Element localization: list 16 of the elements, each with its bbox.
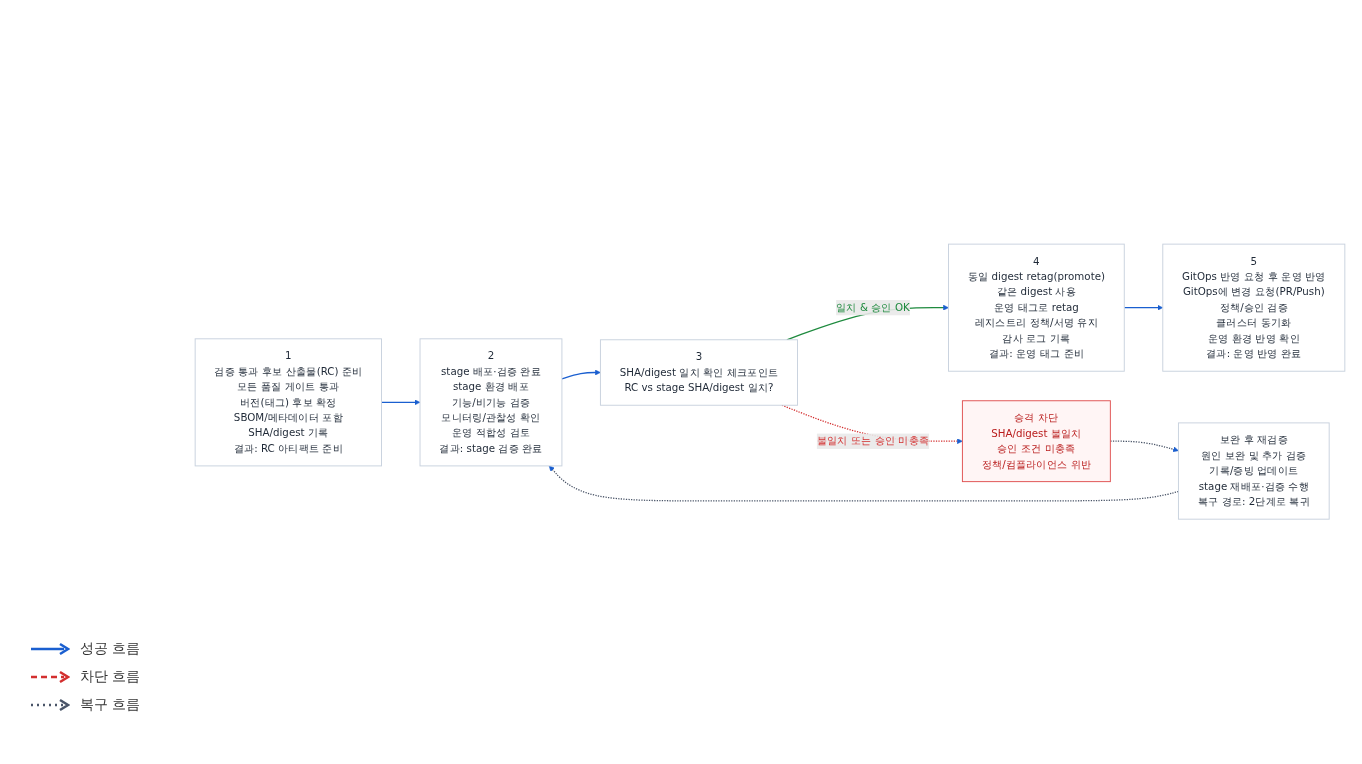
node-box: 승격 차단 SHA/digest 불일치 승인 조건 미충족 정책/컴플라이언스 위반 bbox=[961, 400, 1111, 483]
legend-text: 복구 흐름 bbox=[80, 696, 141, 714]
node-box: 3 SHA/digest 일치 확인 체크포인트 RC vs stage SHA/digest 일치? bbox=[599, 339, 798, 407]
legend-text: 성공 흐름 bbox=[80, 640, 141, 658]
legend-text: 차단 흐름 bbox=[80, 668, 141, 686]
node-box: 보완 후 재검증 원인 보완 및 추가 검증 기록/증빙 업데이트 stage 재배포·검증 수행 복구 경로: 2단계로 복귀 bbox=[1177, 422, 1330, 520]
arrow bbox=[561, 370, 601, 380]
edge-label: 일치 & 승인 OK bbox=[836, 301, 910, 314]
node-box: 5 GitOps 반영 요청 후 운영 반영 GitOps에 변경 요청(PR/Push) 정책/승인 검증 클러스터 동기화 운영 환경 반영 확인 결과: 운영 반영 완료 bbox=[1162, 244, 1346, 373]
node-box: 2 stage 배포·검증 완료 stage 환경 배포 기능/비기능 검증 모니터링/관찰성 확인 운영 적합성 검토 결과: stage 검증 완료 bbox=[419, 338, 563, 467]
node-box: 1 검증 통과 후보 산출물(RC) 준비 모든 품질 게이트 통과 버전(태그) 후보 확정 SBOM/메타데이터 포함 SHA/digest 기록 결과: RC 아티팩트 준비 bbox=[194, 338, 382, 467]
edge-label: 불일치 또는 승인 미충족 bbox=[816, 435, 930, 448]
node-box: 4 동일 digest retag(promote) 같은 digest 사용 운영 태그로 retag 레지스트리 정책/서명 유지 감사 로그 기록 결과: 운영 태그 준비 bbox=[948, 244, 1125, 373]
arrow bbox=[380, 399, 421, 406]
arrow bbox=[1123, 305, 1164, 311]
arrow bbox=[1109, 440, 1179, 453]
